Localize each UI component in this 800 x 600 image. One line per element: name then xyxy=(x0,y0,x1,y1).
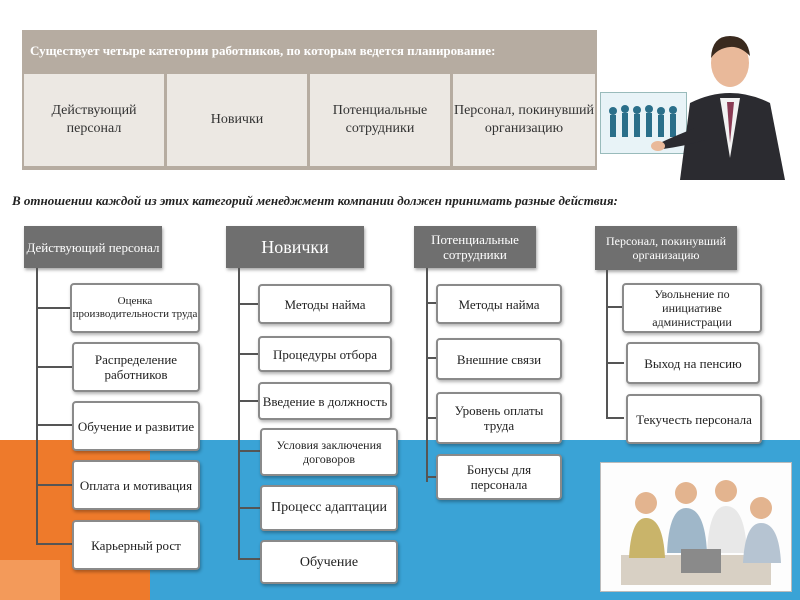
businessman-illustration xyxy=(600,18,800,180)
connector-line xyxy=(238,353,260,355)
connector-line xyxy=(238,450,260,452)
category-cell-new: Новички xyxy=(167,74,307,166)
connector-line xyxy=(238,400,260,402)
connector-line xyxy=(36,424,74,426)
connector-line xyxy=(606,362,624,364)
list-item: Карьерный рост xyxy=(72,520,200,570)
list-item: Условия заключения договоров xyxy=(260,428,398,476)
list-item: Обучение и развитие xyxy=(72,401,200,451)
category-cell-left: Персонал, покинувший организацию xyxy=(453,74,595,166)
list-item: Оплата и мотивация xyxy=(72,460,200,510)
actions-subtitle: В отношении каждой из этих категорий мен… xyxy=(12,193,618,208)
list-item: Увольнение по инициативе администрации xyxy=(622,283,762,333)
connector-line xyxy=(36,307,72,309)
connector-line xyxy=(426,476,438,478)
list-item: Оценка производительности труда xyxy=(70,283,200,333)
list-item: Введение в должность xyxy=(258,382,392,420)
connector-line xyxy=(606,417,624,419)
connector-line xyxy=(36,268,38,544)
background-orange-accent xyxy=(0,560,60,600)
connector-line xyxy=(238,558,260,560)
connector-line xyxy=(36,543,74,545)
connector-line xyxy=(606,270,608,418)
list-item: Уровень оплаты труда xyxy=(436,392,562,444)
connector-line xyxy=(426,417,438,419)
connector-line xyxy=(238,303,260,305)
column-head-current: Действующий персонал xyxy=(24,226,162,268)
list-item: Процедуры отбора xyxy=(258,336,392,372)
team-photo-illustration xyxy=(600,462,792,592)
list-item: Распределение работников xyxy=(72,342,200,392)
categories-table: Существует четыре категории работников, … xyxy=(22,30,597,170)
column-head-new: Новички xyxy=(226,226,364,268)
list-item: Бонусы для персонала xyxy=(436,454,562,500)
category-cell-potential: Потенциальные сотрудники xyxy=(310,74,450,166)
categories-header: Существует четыре категории работников, … xyxy=(30,43,496,58)
column-head-potential: Потенциальные сотрудники xyxy=(414,226,536,268)
list-item: Выход на пенсию xyxy=(626,342,760,384)
connector-line xyxy=(426,268,428,482)
list-item: Внешние связи xyxy=(436,338,562,380)
list-item: Процесс адаптации xyxy=(260,485,398,531)
connector-line xyxy=(36,484,74,486)
list-item: Методы найма xyxy=(436,284,562,324)
list-item: Методы найма xyxy=(258,284,392,324)
list-item: Текучесть персонала xyxy=(626,394,762,444)
connector-line xyxy=(238,268,240,558)
connector-line xyxy=(36,366,74,368)
connector-line xyxy=(606,306,624,308)
connector-line xyxy=(426,357,438,359)
connector-line xyxy=(238,507,260,509)
column-head-left: Персонал, покинувший организацию xyxy=(595,226,737,270)
connector-line xyxy=(426,302,438,304)
list-item: Обучение xyxy=(260,540,398,584)
category-cell-current: Действующий персонал xyxy=(24,74,164,166)
